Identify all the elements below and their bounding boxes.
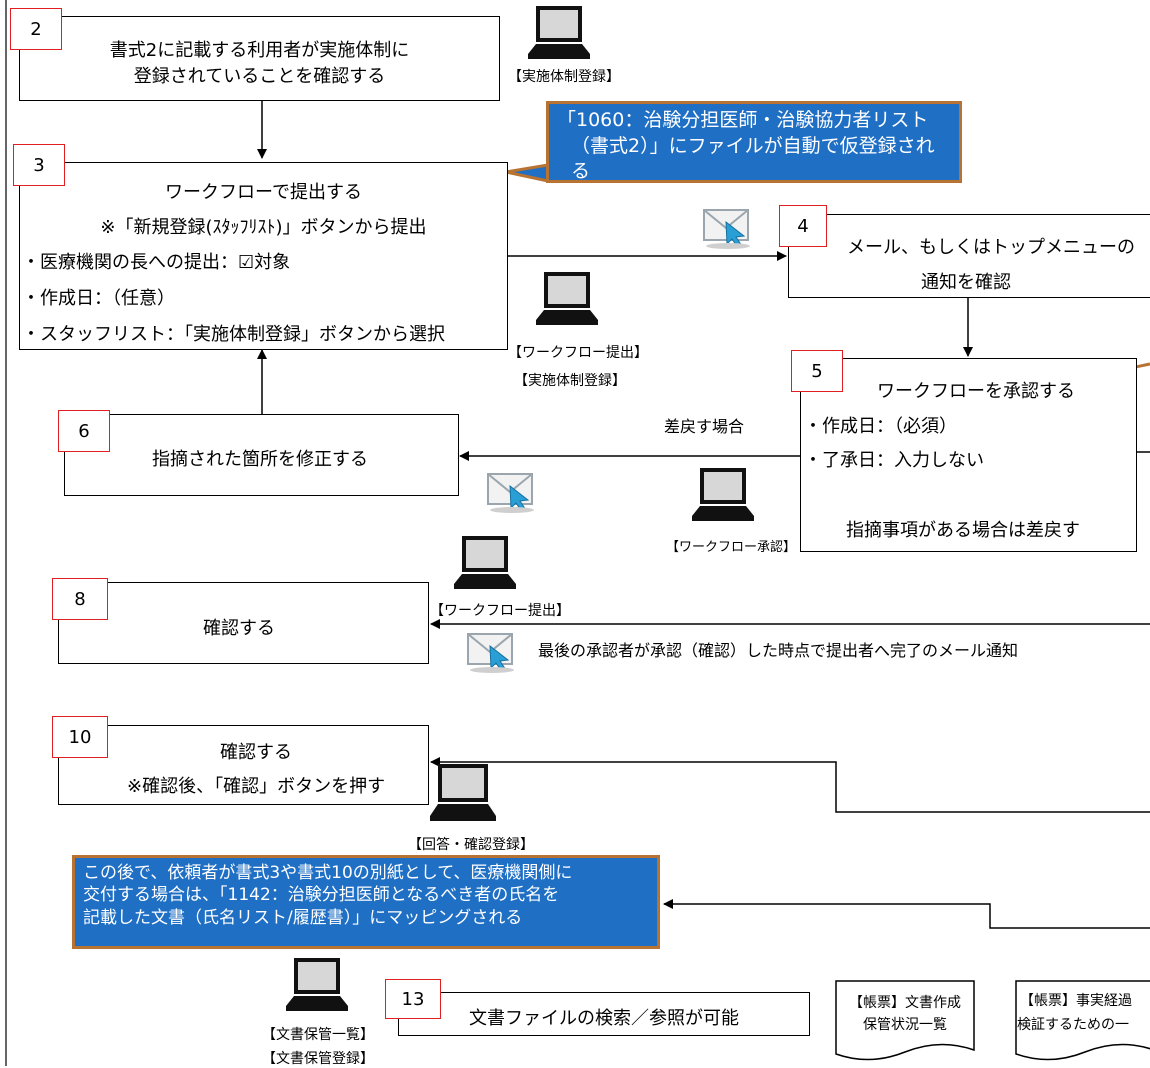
callout-mapping: この後で、依頼者が書式3や書式10の別紙として、医療機関側に 交付する場合は、「… [72, 855, 660, 949]
callout1-pointer [505, 163, 550, 183]
document-report-2 [1015, 980, 1150, 1061]
step3-item3: ・スタッフリスト：「実施体制登録」ボタンから選択 [22, 324, 445, 345]
step8-text: 確認する [203, 618, 275, 639]
callout1-line2: （書式2）」にファイルが自動で仮登録される [571, 134, 935, 183]
callout1-line1: 「1060：治験分担医師・治験協力者リスト [557, 109, 929, 131]
step6-box [64, 414, 459, 496]
step5-item1: ・作成日：（必須） [804, 416, 957, 437]
laptop-icon [692, 468, 754, 521]
callout2-line3: 記載した文書（氏名リスト/履歴書）」にマッピングされる [83, 907, 523, 928]
laptop-icon [286, 958, 348, 1011]
step10-box [58, 725, 429, 805]
step8-number: 8 [52, 578, 108, 620]
callout-auto-registration: 「1060：治験分担医師・治験協力者リスト （書式2）」にファイルが自動で仮登録… [546, 101, 962, 183]
mail-icon [467, 633, 514, 673]
mail-icon [703, 209, 750, 249]
laptop-icon [454, 536, 516, 589]
step5-box [800, 358, 1137, 552]
step4-text-line1: メール、もしくはトップメニューの [847, 237, 1135, 258]
document-report-1 [835, 980, 975, 1061]
doc1-line2: 保管状況一覧 [863, 1017, 947, 1033]
arrow-to-callout2 [663, 899, 1150, 929]
step5-item2: ・了承日：入力しない [804, 450, 984, 471]
step3-title: ワークフローで提出する [165, 182, 362, 203]
laptop-icon [536, 272, 598, 325]
step4-text-line2: 通知を確認 [921, 272, 1011, 293]
step13-number: 13 [385, 979, 441, 1019]
label-wf-approve: 【ワークフロー承認】 [666, 540, 797, 555]
label-doc-register: 【文書保管登録】 [262, 1051, 374, 1067]
step5-number: 5 [791, 350, 843, 392]
doc1-line1: 【帳票】文書作成 [849, 995, 961, 1011]
callout2-line1: この後で、依頼者が書式3や書式10の別紙として、医療機関側に [83, 863, 573, 883]
doc2-line1: 【帳票】事実経過 [1020, 993, 1132, 1009]
doc2-line2: 検証するための一 [1017, 1017, 1129, 1033]
step3-item2: ・作成日：（任意） [22, 288, 175, 309]
step3-note: ※「新規登録(ｽﾀｯﾌﾘｽﾄ)」ボタンから提出 [100, 217, 427, 238]
step2-text-line2: 登録されていることを確認する [133, 66, 386, 87]
label-jisshi-2: 【実施体制登録】 [514, 373, 626, 389]
label-wf-submit-2: 【ワークフロー提出】 [430, 603, 570, 619]
step2-number: 2 [10, 8, 62, 50]
step10-number: 10 [52, 716, 108, 758]
step4-box [788, 214, 1150, 298]
step5-note: 指摘事項がある場合は差戻す [846, 520, 1080, 541]
step3-item1: ・医療機関の長への提出：☑対象 [22, 252, 291, 273]
step2-box [19, 16, 500, 101]
callout2-line2: 交付する場合は、「1142：治験分担医師となるべき者の氏名を [83, 885, 560, 906]
step13-text: 文書ファイルの検索／参照が可能 [469, 1008, 739, 1029]
return-label: 差戻す場合 [664, 417, 745, 436]
label-wf-submit-1: 【ワークフロー提出】 [508, 345, 648, 361]
label-doc-list: 【文書保管一覧】 [262, 1027, 374, 1043]
step2-text-line1: 書式2に記載する利用者が実施体制に [109, 40, 410, 61]
label-answer-confirm: 【回答・確認登録】 [408, 837, 534, 853]
step3-number: 3 [13, 144, 65, 186]
completion-mail-label: 最後の承認者が承認（確認）した時点で提出者へ完了のメール通知 [538, 641, 1019, 660]
arrow-to-10 [430, 757, 1150, 813]
laptop-icon [430, 764, 496, 821]
step3-box [19, 162, 508, 350]
label-jisshi-1: 【実施体制登録】 [508, 69, 620, 85]
laptop-icon [528, 6, 590, 59]
step8-box [58, 582, 429, 664]
step5-title: ワークフローを承認する [877, 381, 1075, 402]
step10-text-line1: 確認する [220, 742, 292, 763]
step6-number: 6 [58, 410, 110, 452]
mail-icon [487, 473, 534, 513]
step10-text-line2: ※確認後、「確認」ボタンを押す [127, 776, 386, 797]
step4-number: 4 [779, 205, 827, 247]
step6-text: 指摘された箇所を修正する [152, 449, 368, 470]
step13-box [398, 992, 810, 1036]
